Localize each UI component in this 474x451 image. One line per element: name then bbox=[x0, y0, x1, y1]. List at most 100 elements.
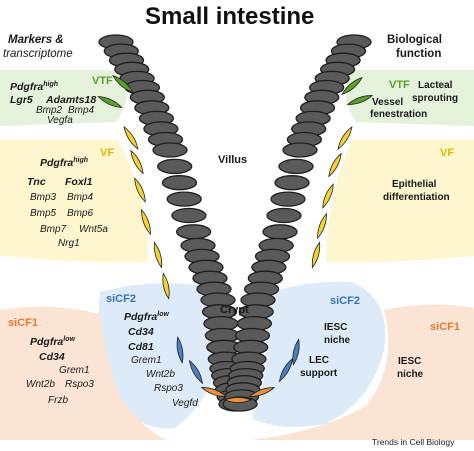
vtf-marker-vegfa: Vegfa bbox=[47, 115, 73, 126]
vf-fibroblast-cell bbox=[328, 152, 342, 178]
left-header-line1: Markers & bbox=[8, 34, 64, 46]
left-epithelial-cell bbox=[175, 224, 212, 240]
vtf-function-lacteal: Lacteal bbox=[418, 80, 453, 91]
sicf2-region-right bbox=[252, 281, 386, 427]
sicf2-marker-cd81: Cd81 bbox=[128, 341, 154, 353]
sicf2-function-niche: niche bbox=[324, 335, 351, 346]
vf-marker-bmp7: Bmp7 bbox=[40, 224, 67, 235]
vf-marker-pdgfra: Pdgfrahigh bbox=[40, 157, 89, 169]
vf-function-differentiation: differentiation bbox=[383, 192, 450, 203]
left-epithelial-cell bbox=[161, 175, 198, 191]
sicf2-label-right: siCF2 bbox=[330, 295, 360, 307]
right-header-line2: function bbox=[396, 48, 442, 60]
right-epithelial-cell bbox=[266, 207, 302, 224]
vtf-fibroblast-cell bbox=[97, 96, 123, 108]
sicf2-function-support: support bbox=[300, 368, 338, 379]
sicf1-region-right bbox=[250, 304, 474, 440]
vf-marker-nrg1: Nrg1 bbox=[58, 238, 80, 249]
sicf2-label-left: siCF2 bbox=[106, 293, 136, 305]
sicf1-marker-cd34: Cd34 bbox=[39, 351, 65, 363]
page-title: Small intestine bbox=[145, 3, 315, 30]
left-epithelial-cell bbox=[171, 207, 207, 224]
sicf1-marker-wnt2b: Wnt2b bbox=[26, 379, 55, 390]
sicf1-function-niche: niche bbox=[397, 369, 424, 380]
vf-function-epithelial: Epithelial bbox=[392, 179, 437, 190]
intestinal-epithelium bbox=[98, 34, 372, 412]
vf-region-left bbox=[0, 140, 149, 263]
vtf-marker-bmp4: Bmp4 bbox=[68, 105, 95, 116]
sicf1-function-iesc: IESC bbox=[398, 356, 422, 367]
sicf2-fibroblast-cell bbox=[176, 336, 184, 364]
vf-fibroblast-cell bbox=[130, 149, 144, 175]
sicf1-marker-pdgfra: Pdgfralow bbox=[30, 336, 75, 348]
vf-fibroblast-cell bbox=[141, 208, 151, 236]
vf-marker-wnt5a: Wnt5a bbox=[79, 224, 108, 235]
sicf2-marker-vegfd: Vegfd bbox=[172, 398, 198, 409]
vf-fibroblast-cell bbox=[311, 241, 321, 269]
sicf2-marker-rspo3: Rspo3 bbox=[154, 383, 183, 394]
vf-region-right bbox=[326, 140, 474, 263]
vf-label-left: VF bbox=[100, 147, 115, 159]
vtf-marker-bmp2: Bmp2 bbox=[36, 105, 63, 116]
sicf1-marker-grem1: Grem1 bbox=[59, 365, 90, 376]
sicf2-marker-pdgfra: Pdgfralow bbox=[124, 311, 169, 323]
vtf-fibroblast-cell bbox=[112, 74, 134, 94]
vtf-function-vessel: Vessel bbox=[372, 97, 404, 108]
vf-marker-tnc: Tnc bbox=[27, 176, 46, 188]
sicf2-fibroblast-cell bbox=[278, 357, 294, 383]
vf-fibroblast-cell bbox=[337, 126, 353, 150]
fibroblast-cells bbox=[97, 74, 374, 403]
sicf1-fibroblast-cell bbox=[248, 387, 276, 397]
sicf1-label-left: siCF1 bbox=[8, 317, 38, 329]
sicf1-region-left bbox=[0, 306, 166, 440]
vf-fibroblast-cell bbox=[123, 126, 139, 150]
left-epithelial-cell bbox=[152, 142, 188, 158]
vtf-label-left: VTF bbox=[92, 75, 113, 87]
vtf-function-fenestration: fenestration bbox=[370, 109, 428, 120]
vf-fibroblast-cell bbox=[162, 272, 170, 300]
sicf2-marker-wnt2b: Wnt2b bbox=[146, 369, 175, 380]
sicf1-label-right: siCF1 bbox=[430, 321, 460, 333]
vf-marker-bmp3: Bmp3 bbox=[30, 192, 57, 203]
sicf1-fibroblast-cell bbox=[200, 387, 228, 397]
sicf2-region-left bbox=[98, 283, 219, 429]
right-epithelial-cell bbox=[274, 175, 310, 191]
background-regions bbox=[0, 70, 474, 440]
vf-marker-bmp4: Bmp4 bbox=[67, 192, 94, 203]
left-epithelial-cell bbox=[166, 191, 202, 207]
sicf1-marker-rspo3: Rspo3 bbox=[65, 379, 94, 390]
vf-marker-foxl1: Foxl1 bbox=[65, 176, 93, 188]
right-epithelial-cell bbox=[282, 142, 318, 158]
villus-label: Villus bbox=[218, 154, 248, 166]
right-epithelial-cell bbox=[262, 224, 298, 240]
sicf2-fibroblast-cell bbox=[188, 359, 204, 385]
crypt-label: Crypt bbox=[220, 304, 249, 316]
vtf-label-right: VTF bbox=[389, 79, 410, 91]
sicf2-function-iesc: IESC bbox=[324, 322, 348, 333]
vtf-fibroblast-cell bbox=[341, 76, 363, 96]
vf-fibroblast-cell bbox=[153, 241, 163, 269]
right-epithelial-cell bbox=[278, 158, 314, 175]
vtf-marker-pdgfra: Pdgfrahigh bbox=[10, 81, 59, 93]
vtf-marker-lgr5: Lgr5 bbox=[10, 94, 33, 106]
vf-marker-bmp6: Bmp6 bbox=[67, 208, 94, 219]
vtf-function-sprouting: sprouting bbox=[412, 93, 459, 104]
source-credit: Trends in Cell Biology bbox=[372, 437, 455, 447]
sicf2-fibroblast-cell bbox=[292, 338, 300, 366]
vf-fibroblast-cell bbox=[322, 183, 334, 209]
vtf-marker-adamts18: Adamts18 bbox=[46, 94, 97, 106]
left-header-line2: transcriptome bbox=[3, 48, 73, 60]
vtf-fibroblast-cell bbox=[346, 95, 374, 105]
vtf-region-right bbox=[345, 70, 474, 126]
left-epithelial-cell bbox=[157, 158, 193, 175]
vf-label-right: VF bbox=[440, 147, 455, 159]
sicf2-marker-cd34: Cd34 bbox=[128, 326, 154, 338]
right-header-line1: Biological bbox=[387, 34, 442, 46]
sicf2-function-lec: LEC bbox=[309, 355, 329, 366]
vf-marker-bmp5: Bmp5 bbox=[30, 208, 57, 219]
vtf-region-left bbox=[0, 70, 128, 126]
vf-fibroblast-cell bbox=[134, 177, 146, 203]
right-epithelial-cell bbox=[270, 191, 306, 207]
